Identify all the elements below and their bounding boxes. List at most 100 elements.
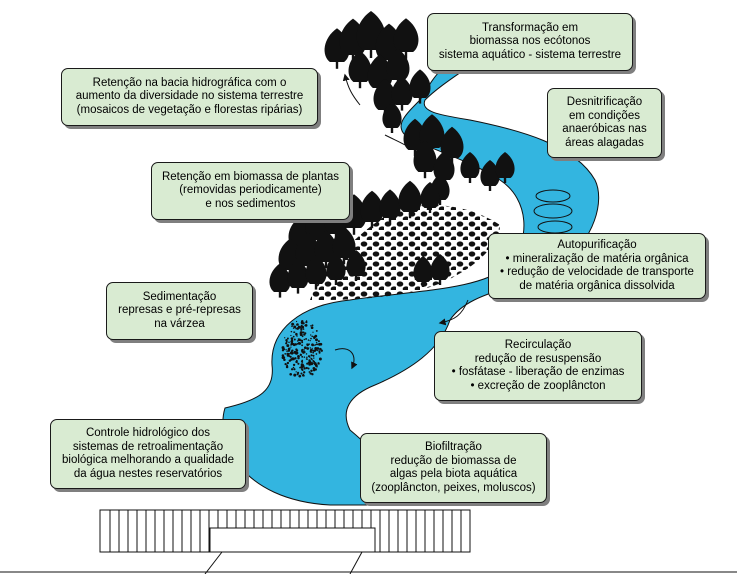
label-line: • mineralização de matéria orgânica — [505, 252, 689, 265]
tree-icon — [433, 151, 455, 180]
tree-trunk — [423, 171, 427, 179]
tree-icon — [326, 254, 346, 280]
sediment-dot — [302, 331, 304, 334]
tree-icon — [413, 140, 437, 172]
sediment-dot — [299, 366, 301, 369]
tree-icon — [413, 256, 433, 282]
sediment-dot — [320, 349, 323, 352]
label-line: • excreção de zooplâncton — [470, 379, 606, 392]
sediment-dot — [296, 335, 298, 337]
sediment-dot — [311, 362, 314, 365]
sediment-dot — [300, 320, 304, 323]
tree-icon — [393, 18, 419, 52]
label-line: redução de biomassa de — [390, 454, 517, 467]
sediment-dot — [305, 353, 308, 355]
label-controle: Controle hidrológico dos sistemas de ret… — [50, 419, 246, 489]
tree-trunk — [438, 279, 442, 285]
label-line: áreas alagadas — [565, 136, 644, 149]
sediment-dot — [300, 372, 303, 375]
sediment-dot — [312, 354, 315, 357]
tree-trunk — [278, 291, 282, 298]
sediment-dot — [295, 348, 298, 351]
tree-trunk — [408, 211, 412, 219]
label-line: represas e pré-represas — [118, 304, 241, 317]
label-line: biológica melhorando a qualidade — [62, 454, 234, 466]
label-desnitrificacao: Desnitrificação em condições anaeróbicas… — [547, 88, 662, 158]
sediment-dot — [303, 349, 306, 351]
sediment-dot — [319, 347, 322, 351]
sediment-dot — [297, 362, 300, 365]
tree-icon — [348, 50, 372, 82]
sediment-dot — [288, 341, 290, 343]
sediment-dot — [313, 335, 316, 339]
sediment-dot — [311, 324, 314, 327]
sediment-dot — [311, 343, 314, 347]
sediment-dot — [310, 369, 313, 373]
sediment-dot — [309, 356, 311, 358]
sediment-dot — [301, 355, 304, 358]
tree-icon — [287, 259, 309, 288]
sediment-dot — [297, 340, 299, 342]
label-line: • redução de velocidade de transporte — [500, 266, 694, 278]
tree-icon — [314, 230, 338, 262]
sediment-dot — [312, 369, 316, 372]
sediment-dot — [317, 349, 319, 352]
sediment-dot — [315, 341, 318, 344]
sediment-dot — [315, 353, 318, 355]
sediment-dot — [300, 367, 303, 371]
sediment-dot — [286, 364, 289, 367]
label-autopurificacao: Autopurificação • mineralização de matér… — [488, 233, 706, 299]
sediment-dot — [303, 371, 306, 374]
label-line: em condições — [569, 109, 640, 122]
sediment-dot — [290, 358, 293, 361]
tree-trunk — [324, 261, 328, 269]
sediment-dot — [296, 320, 298, 323]
sediment-dot — [318, 357, 322, 361]
sediment-dot — [317, 340, 320, 343]
label-sedimentacao: Sedimentação represas e pré-represas na … — [106, 282, 253, 340]
label-line: sistema aquático - sistema terrestre — [438, 48, 622, 61]
tree-icon — [367, 54, 393, 88]
tree-trunk — [342, 257, 346, 265]
tree-trunk — [335, 61, 339, 69]
sediment-dot — [301, 325, 305, 329]
tree-trunk — [438, 199, 442, 205]
tree-trunk — [314, 283, 318, 290]
tree-icon — [305, 255, 327, 284]
sediment-dot — [312, 367, 316, 370]
sediment-dot — [292, 343, 296, 347]
sediment-dot — [310, 354, 313, 357]
tree-icon — [391, 76, 413, 105]
sediment-dot — [284, 362, 287, 366]
sediment-dot — [317, 347, 319, 350]
floodplain-dots — [310, 205, 500, 300]
dam-icon — [99, 509, 471, 553]
sediment-dot — [310, 348, 313, 352]
label-line: algas pela biota aquática — [389, 468, 518, 480]
sediment-dot — [305, 358, 308, 360]
sediment-dot — [307, 367, 310, 370]
sediment-dot — [311, 373, 314, 376]
sediment-dot — [313, 349, 316, 352]
tree-trunk — [404, 51, 408, 59]
sediment-dot — [286, 350, 288, 353]
tree-trunk — [370, 221, 374, 229]
flow-arrows — [334, 73, 469, 370]
sediment-dot — [299, 333, 303, 337]
sediment-dot — [310, 351, 312, 354]
sediment-dot — [292, 335, 295, 338]
label-line: Retenção na bacia hidrográfica com o — [92, 76, 287, 89]
tree-icon — [332, 226, 356, 258]
sediment-dot — [301, 335, 304, 338]
sediment-dot — [311, 335, 314, 338]
sediment-dot — [307, 361, 311, 364]
tree-trunk — [428, 207, 432, 213]
sediment-dot — [294, 357, 297, 360]
sediment-dot — [308, 363, 310, 366]
tree-icon — [360, 190, 384, 222]
label-line: Autopurificação — [557, 239, 637, 251]
label-line: na várzea — [154, 317, 205, 330]
sediment-dot — [297, 371, 300, 374]
sediment-dot — [296, 342, 299, 345]
